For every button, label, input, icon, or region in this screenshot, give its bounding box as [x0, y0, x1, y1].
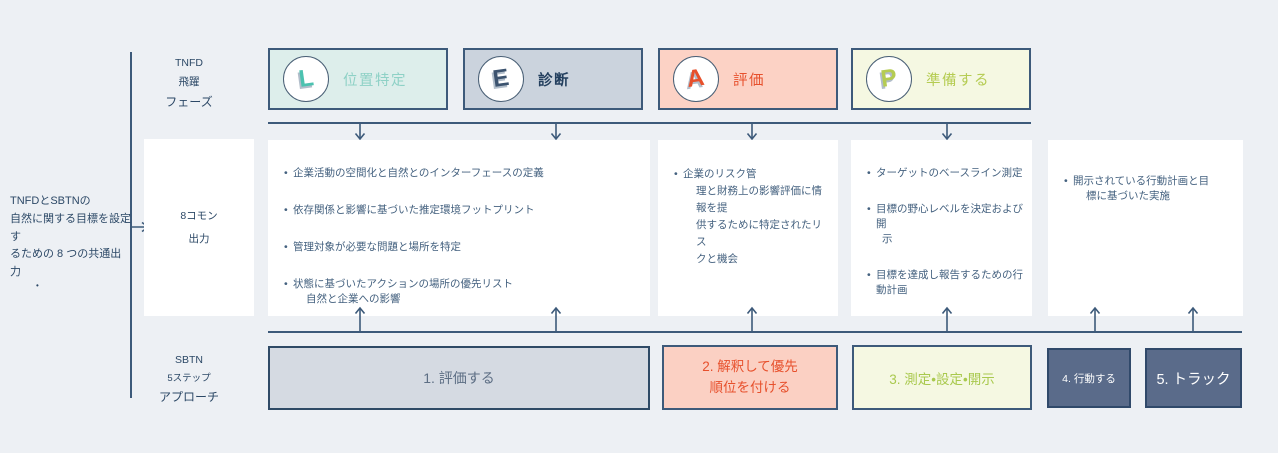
left-bracket-line: [130, 52, 132, 398]
list-item: • 企業活動の空間化と自然とのインターフェースの定義: [284, 166, 642, 181]
outputs-column-locate-evaluate: • 企業活動の空間化と自然とのインターフェースの定義 • 依存関係と影響に基づい…: [268, 140, 650, 316]
bullet-text: 示: [882, 233, 893, 245]
list-item: • 依存関係と影響に基づいた推定環境フットプリント: [284, 203, 642, 218]
list-item: • 管理対象が必要な問題と場所を特定: [284, 240, 642, 255]
step-label: 4. 行動する: [1062, 372, 1116, 385]
bullet-text: 開示されている行動計画と目: [1073, 175, 1210, 187]
bullet-text: クと機会: [696, 253, 738, 265]
bullet-text: 理と財務上の影響評価に情報を提: [696, 185, 822, 214]
sbtn-row-label: SBTN 5ステップ アプローチ: [141, 351, 237, 409]
bullet-dot: •: [867, 167, 871, 179]
step-label-line: 2. 解釈して優先: [702, 358, 798, 374]
bullet-text: 依存関係と影響に基づいた推定環境フットプリント: [293, 204, 535, 216]
assess-a-icon: A: [673, 56, 719, 102]
phase-box-prepare: P 準備する: [851, 48, 1031, 110]
sbtn-label-line: アプローチ: [158, 389, 219, 404]
up-arrow-icon: [941, 306, 953, 332]
list-item: • 目標の野心レベルを決定および開 示: [867, 202, 1024, 247]
icon-letter: E: [491, 64, 511, 93]
sbtn-step-track: 5. トラック: [1145, 348, 1242, 408]
left-note-dot: •: [36, 281, 39, 291]
step-label: 3. 測定•設定•開示: [889, 371, 995, 387]
outputs-column-assess: • 企業のリスク管 理と財務上の影響評価に情報を提 供するために特定されたリス …: [658, 140, 838, 316]
bullet-text: 管理対象が必要な問題と場所を特定: [293, 241, 461, 253]
outputs-column-prepare: • ターゲットのベースライン測定 • 目標の野心レベルを決定および開 示 • 目…: [851, 140, 1032, 316]
sbtn-step-assess: 1. 評価する: [268, 346, 650, 410]
bullet-text: 企業活動の空間化と自然とのインターフェースの定義: [293, 167, 544, 179]
bullet-text: 標に基づいた実施: [1086, 190, 1170, 202]
left-note-line: TNFDとSBTNの: [10, 195, 91, 207]
phase-label: 準備する: [926, 72, 990, 89]
step-label: 5. トラック: [1156, 371, 1231, 388]
bullet-dot: •: [867, 269, 871, 281]
up-arrow-icon: [1187, 306, 1199, 332]
step-label-line: 順位を付ける: [709, 379, 791, 395]
bullet-dot: •: [284, 204, 288, 216]
list-item: • ターゲットのベースライン測定: [867, 166, 1024, 181]
bullet-dot: •: [674, 168, 678, 180]
phase-label: 位置特定: [343, 72, 407, 89]
bullet-text: 供するために特定されたリス: [696, 219, 822, 248]
tnfd-label-line: フェーズ: [165, 94, 213, 109]
up-arrow-icon: [1089, 306, 1101, 332]
up-arrow-icon: [550, 306, 562, 332]
sbtn-step-act: 4. 行動する: [1047, 348, 1131, 408]
phase-box-assess: A 評価: [658, 48, 838, 110]
phase-box-locate: L 位置特定: [268, 48, 448, 110]
bullet-dot: •: [284, 278, 288, 290]
down-arrow-icon: [746, 123, 758, 141]
icon-letter: L: [296, 64, 316, 93]
icon-letter: P: [879, 64, 899, 93]
top-connector-line: [268, 122, 1031, 124]
down-arrow-icon: [354, 123, 366, 141]
outputs-column-act-track: • 開示されている行動計画と目 標に基づいた実施: [1048, 140, 1243, 316]
list-item: • 状態に基づいたアクションの場所の優先リスト 自然と企業への影響: [284, 277, 642, 307]
sbtn-label-line: 5ステップ: [167, 372, 211, 384]
outputs-label-line: 8コモン: [180, 210, 218, 223]
up-arrow-icon: [746, 306, 758, 332]
left-note: TNFDとSBTNの 自然に関する目標を設定す るための 8 つの共通出力 •: [6, 193, 132, 290]
list-item: • 企業のリスク管 理と財務上の影響評価に情報を提 供するために特定されたリス …: [674, 166, 830, 268]
sbtn-step-interpret-prioritize: 2. 解釈して優先 順位を付ける: [662, 345, 838, 410]
bullet-text: 企業のリスク管: [683, 168, 757, 180]
bullet-dot: •: [1064, 175, 1068, 187]
bullet-dot: •: [284, 167, 288, 179]
phase-label: 診断: [538, 72, 570, 89]
bullet-text: 目標の野心レベルを決定および開: [876, 203, 1023, 230]
left-note-line: るための 8 つの共通出力: [10, 248, 122, 279]
down-arrow-icon: [941, 123, 953, 141]
tnfd-label-line: 飛躍: [178, 75, 200, 88]
bullet-text: 目標を達成し報告するための行動計画: [876, 269, 1023, 296]
bullet-text: ターゲットのベースライン測定: [876, 167, 1023, 179]
prepare-p-icon: P: [866, 56, 912, 102]
outputs-label-line: 出力: [188, 232, 210, 245]
down-arrow-icon: [550, 123, 562, 141]
left-note-line: 自然に関する目標を設定す: [10, 212, 131, 243]
list-item: • 目標を達成し報告するための行動計画: [867, 268, 1024, 298]
tnfd-row-label: TNFD 飛躍 フェーズ: [141, 54, 237, 113]
sbtn-label-line: SBTN: [174, 354, 203, 366]
phase-box-evaluate: E 診断: [463, 48, 643, 110]
bottom-connector-line: [268, 331, 1242, 333]
phase-label: 評価: [733, 72, 765, 89]
icon-letter: A: [685, 63, 707, 94]
tnfd-label-line: TNFD: [175, 57, 203, 69]
list-item: • 開示されている行動計画と目 標に基づいた実施: [1064, 174, 1235, 204]
bullet-dot: •: [284, 241, 288, 253]
bullet-text: 自然と企業への影響: [306, 293, 401, 305]
common-outputs-box: 8コモン 出力: [144, 139, 254, 316]
sbtn-step-measure-set-disclose: 3. 測定•設定•開示: [852, 345, 1032, 410]
bullet-text: 状態に基づいたアクションの場所の優先リスト: [293, 278, 513, 290]
up-arrow-icon: [354, 306, 366, 332]
step-label: 1. 評価する: [423, 370, 495, 386]
bullet-dot: •: [867, 203, 871, 215]
locate-l-icon: L: [283, 56, 329, 102]
evaluate-e-icon: E: [478, 56, 524, 102]
